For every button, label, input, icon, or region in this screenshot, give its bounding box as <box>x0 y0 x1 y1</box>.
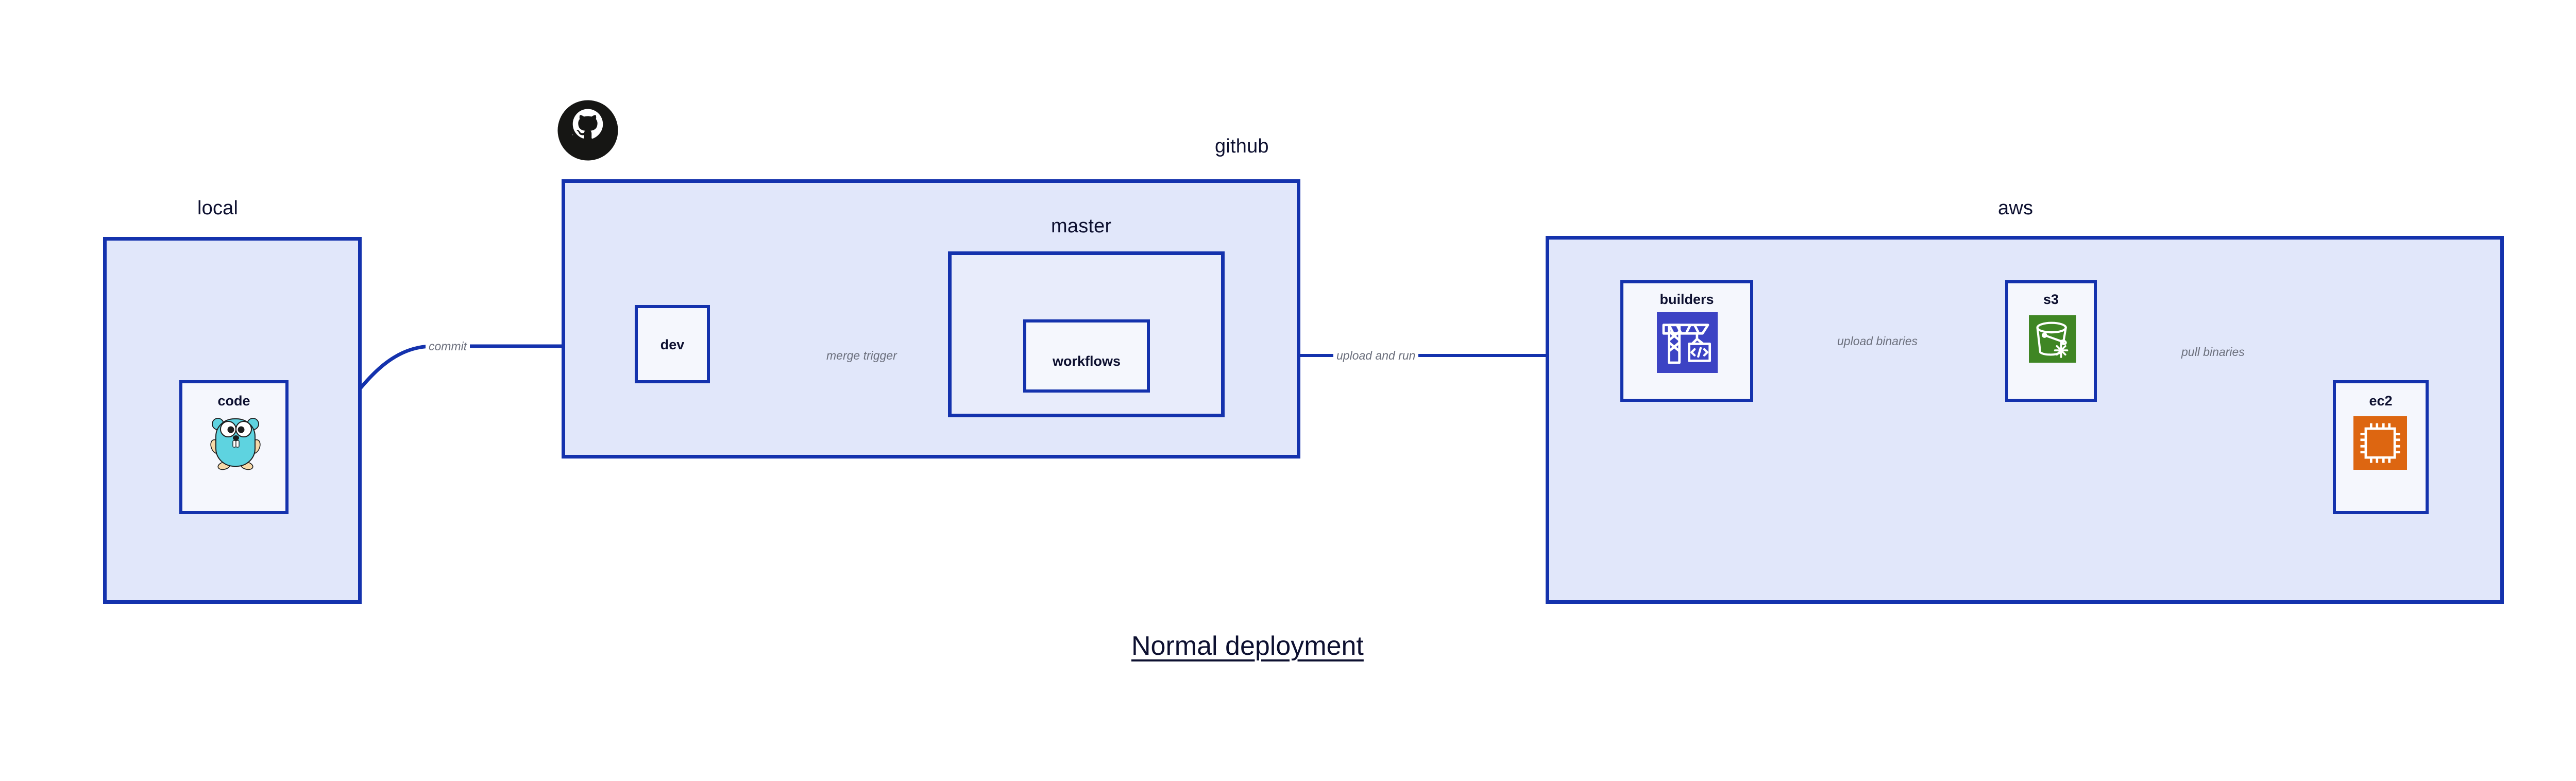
node-dev-label: dev <box>660 337 685 352</box>
node-builders-label: builders <box>1659 292 1714 307</box>
edge-label-merge-trigger: merge trigger <box>823 350 900 362</box>
aws-ec2-chip-icon <box>2353 416 2407 470</box>
node-workflows-label: workflows <box>1052 353 1121 369</box>
node-s3-label: s3 <box>2043 292 2059 307</box>
group-master-label: master <box>1051 215 1112 237</box>
group-github-label: github <box>1215 135 1269 157</box>
edge-label-pull-binaries: pull binaries <box>2178 346 2248 358</box>
node-ec2[interactable] <box>2333 380 2429 514</box>
edge-label-upload-and-run: upload and run <box>1333 350 1419 362</box>
aws-s3-bucket-icon <box>2029 315 2076 363</box>
go-gopher-icon <box>209 415 262 470</box>
edge-label-upload-binaries: upload binaries <box>1834 335 1921 347</box>
aws-codebuild-icon <box>1657 312 1718 373</box>
github-octocat-logo <box>556 99 619 162</box>
diagram-caption: Normal deployment <box>1131 631 1364 661</box>
node-ec2-label: ec2 <box>2369 393 2393 409</box>
edge-label-commit: commit <box>426 341 470 352</box>
node-workflows[interactable] <box>1023 319 1150 393</box>
group-local <box>103 237 362 604</box>
node-code-label: code <box>217 393 250 409</box>
node-dev[interactable] <box>635 305 710 383</box>
group-aws-label: aws <box>1998 197 2033 219</box>
group-local-label: local <box>197 197 239 219</box>
